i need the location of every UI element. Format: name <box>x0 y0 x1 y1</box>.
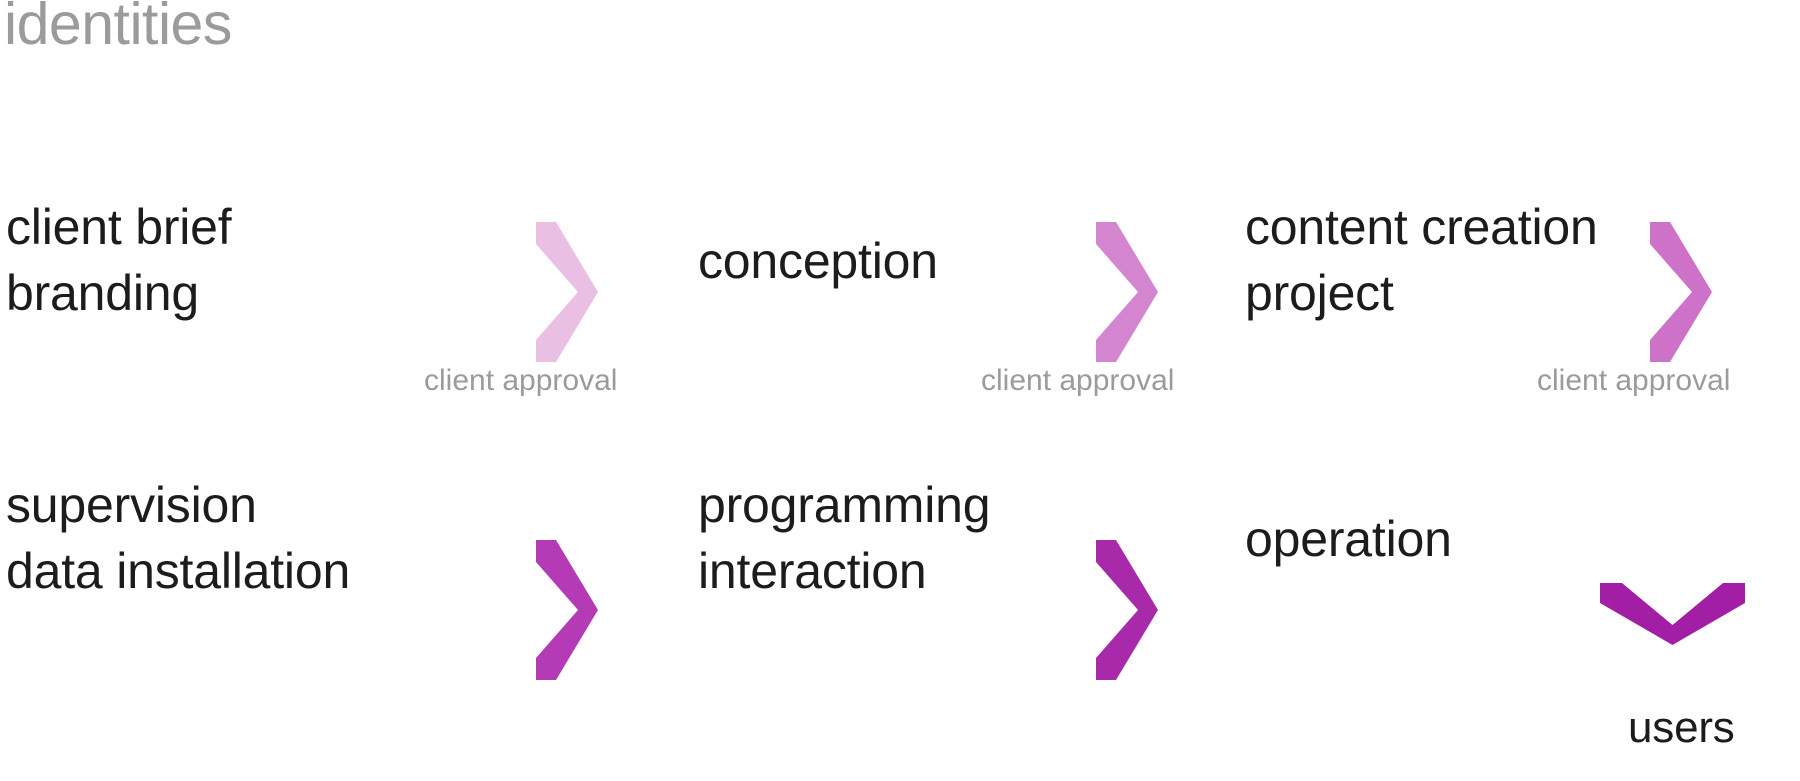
approval-label-1: client approval <box>424 364 618 397</box>
stage-label-client-brief: client brief branding <box>6 199 232 321</box>
approval-label-2: client approval <box>981 364 1175 397</box>
approval-label-3: client approval <box>1537 364 1731 397</box>
chevron-right-icon-5 <box>1096 540 1158 680</box>
outcome-label-users: users <box>1628 703 1735 752</box>
stage-label-supervision: supervision data installation <box>6 477 351 599</box>
page-title: identities <box>4 0 232 57</box>
stage-label-operation: operation <box>1245 511 1452 567</box>
chevron-right-icon-2 <box>1096 222 1158 362</box>
chevron-right-icon-1 <box>536 222 598 362</box>
chevron-right-icon-3 <box>1650 222 1712 362</box>
stage-label-content-creation: content creation project <box>1245 199 1598 321</box>
chevron-right-icon-4 <box>536 540 598 680</box>
stage-label-programming: programming interaction <box>698 477 991 599</box>
stage-label-conception: conception <box>698 233 938 289</box>
chevron-down-icon <box>1600 583 1745 645</box>
